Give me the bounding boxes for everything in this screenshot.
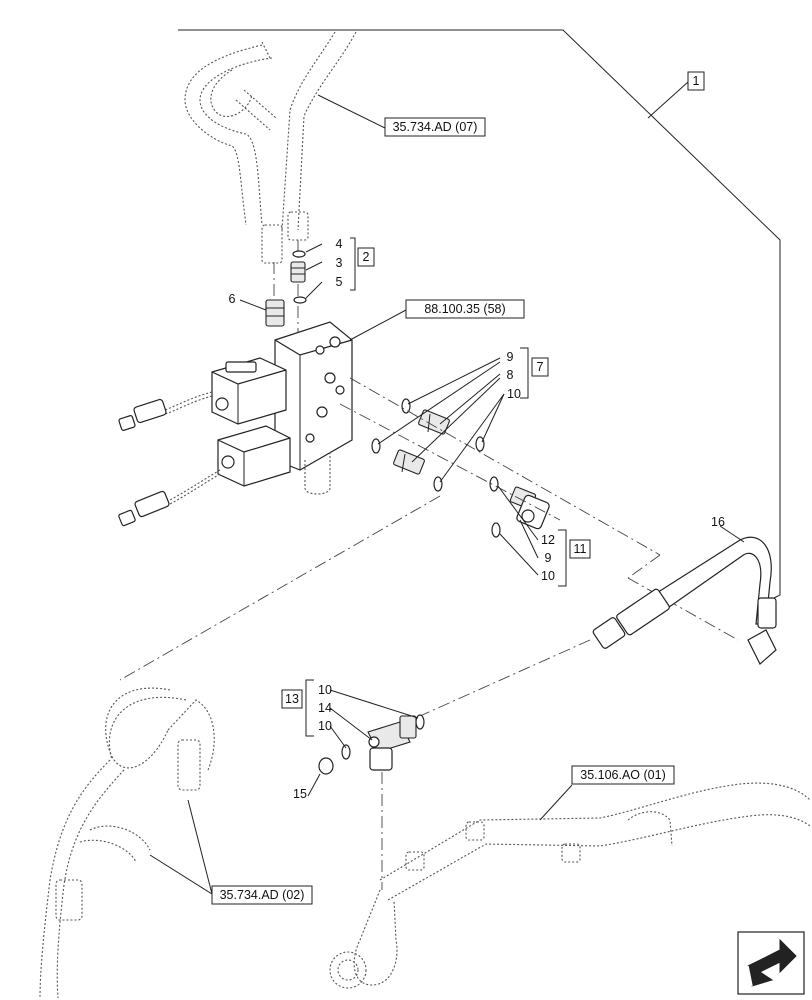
bracket-kit-11 (558, 529, 567, 587)
callout-14: 14 (318, 701, 332, 715)
kit-box-1[interactable]: 1 (687, 71, 705, 91)
solenoid-lower (217, 425, 291, 487)
o-ring-5 (293, 296, 307, 304)
svg-text:2: 2 (363, 250, 370, 264)
ref-hose-bottom[interactable]: 35.734.AD (02) (211, 885, 313, 905)
callout-5: 5 (336, 275, 343, 289)
svg-text:35.106.AO (01): 35.106.AO (01) (580, 768, 665, 782)
svg-text:13: 13 (285, 692, 299, 706)
o-rings-kit-7 (371, 398, 501, 538)
callout-9-kit7: 9 (507, 350, 514, 364)
callout-10-kit13-top: 10 (318, 683, 332, 697)
hose-16 (592, 536, 777, 665)
callout-15: 15 (293, 787, 307, 801)
cap-15 (318, 757, 334, 775)
upper-hoses-ghost (184, 31, 357, 264)
ref-hose-top[interactable]: 35.734.AD (07) (384, 117, 486, 137)
callout-6: 6 (229, 292, 236, 306)
callout-10-kit11: 10 (541, 569, 555, 583)
kit-box-7[interactable]: 7 (531, 357, 549, 377)
fitting-8-lower (393, 449, 425, 475)
o-ring-10-tee-left (341, 744, 351, 760)
fitting-6 (265, 299, 285, 327)
valve-block (274, 321, 353, 495)
ref-valve-block[interactable]: 88.100.35 (58) (405, 299, 525, 319)
callout-4: 4 (336, 237, 343, 251)
callout-9-kit11: 9 (545, 551, 552, 565)
fitting-3 (290, 261, 306, 283)
solenoid-cables (118, 391, 221, 527)
o-ring-4 (292, 250, 306, 258)
callout-16: 16 (711, 515, 725, 529)
bracket-kit-2 (350, 237, 356, 291)
svg-text:1: 1 (693, 74, 700, 88)
bracket-kit-7 (520, 347, 529, 399)
svg-text:88.100.35 (58): 88.100.35 (58) (424, 302, 505, 316)
callout-12: 12 (541, 533, 555, 547)
ref-harness-bottom[interactable]: 35.106.AO (01) (571, 765, 675, 785)
svg-text:35.734.AD (02): 35.734.AD (02) (220, 888, 305, 902)
svg-text:11: 11 (574, 542, 587, 556)
lower-harness-ghost (329, 782, 811, 989)
elbow-fitting-12 (509, 486, 550, 530)
kit-box-11[interactable]: 11 (569, 539, 591, 559)
bracket-kit-13 (305, 679, 314, 737)
svg-text:7: 7 (537, 360, 544, 374)
solenoid-upper (211, 357, 287, 425)
tee-fitting-14 (367, 715, 417, 771)
svg-text:35.734.AD (07): 35.734.AD (07) (393, 120, 478, 134)
callout-3: 3 (336, 256, 343, 270)
callout-8: 8 (507, 368, 514, 382)
kit-box-2[interactable]: 2 (357, 247, 375, 267)
kit-box-13[interactable]: 13 (281, 689, 303, 709)
leader-lines (149, 94, 745, 895)
kit-1-bracket-line (178, 29, 781, 599)
callout-10-kit7: 10 (507, 387, 521, 401)
next-page-arrow-icon[interactable] (737, 931, 805, 995)
o-ring-10-tee-right (415, 714, 425, 730)
lower-left-hose-ghost (39, 687, 215, 999)
callout-10-kit13-bottom: 10 (318, 719, 332, 733)
